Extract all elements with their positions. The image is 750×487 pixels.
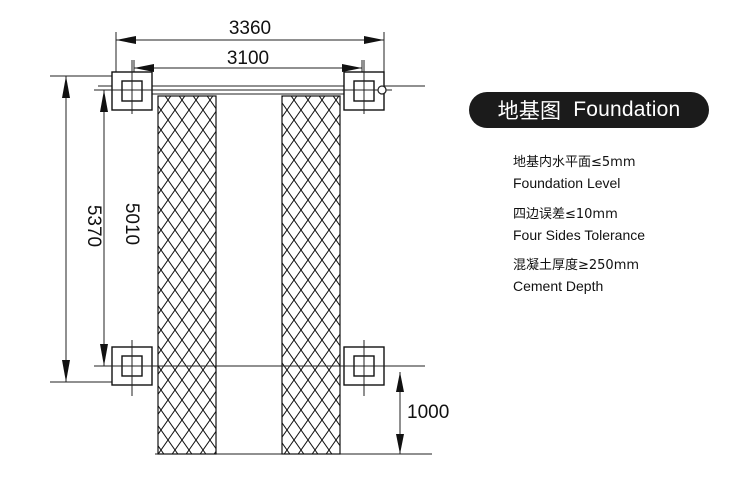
spec-en: Cement Depth bbox=[513, 278, 604, 294]
spec-cn: 地基内水平面≤5mm bbox=[513, 155, 636, 170]
post-top-right bbox=[336, 60, 392, 114]
spec-cement-depth: 混凝土厚度≥250mm Cement Depth bbox=[513, 255, 639, 297]
title-cn: 地基图 bbox=[497, 100, 562, 123]
dimension-5010: 5010 bbox=[100, 90, 142, 366]
spec-en: Foundation Level bbox=[513, 175, 621, 191]
dimension-label-5370: 5370 bbox=[83, 205, 104, 247]
left-runway-strip bbox=[157, 95, 217, 455]
spec-cn: 混凝土厚度≥250mm bbox=[513, 258, 640, 273]
dimension-1000: 1000 bbox=[396, 372, 449, 454]
post-bottom-right bbox=[336, 340, 392, 396]
spec-en: Four Sides Tolerance bbox=[513, 227, 646, 243]
dimension-label-3100: 3100 bbox=[227, 48, 269, 69]
dimension-3100: 3100 bbox=[134, 48, 362, 72]
post-top-left bbox=[100, 60, 160, 114]
dimension-label-5010: 5010 bbox=[121, 203, 142, 245]
spec-cn: 四边误差≤10mm bbox=[513, 207, 618, 222]
dimension-3360: 3360 bbox=[116, 18, 384, 44]
dimension-5370: 5370 bbox=[62, 76, 104, 382]
dimension-label-3360: 3360 bbox=[229, 18, 271, 39]
post-bottom-left bbox=[100, 340, 160, 396]
spec-four-sides-tolerance: 四边误差≤10mm Four Sides Tolerance bbox=[513, 204, 645, 246]
dimension-label-1000: 1000 bbox=[407, 402, 449, 423]
title-en: Foundation bbox=[573, 98, 681, 121]
spec-foundation-level: 地基内水平面≤5mm Foundation Level bbox=[513, 152, 636, 194]
right-runway-strip bbox=[281, 95, 341, 455]
title-badge: 地基图 Foundation bbox=[469, 92, 709, 128]
